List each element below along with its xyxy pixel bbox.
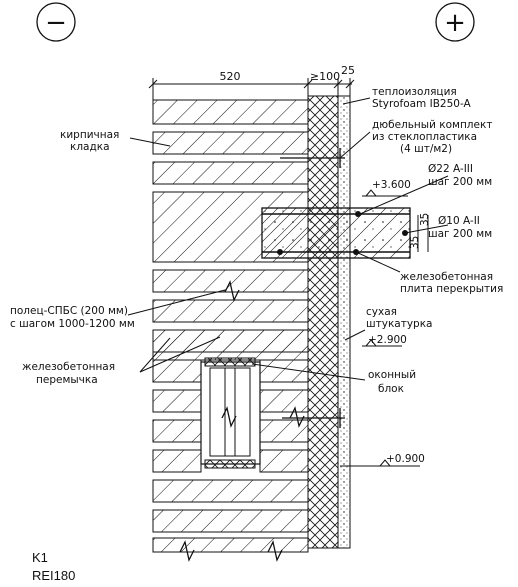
label-plaster: сухая bbox=[366, 306, 397, 318]
minus-symbol: − bbox=[45, 8, 67, 38]
slab-dim-b: 35 bbox=[419, 213, 431, 226]
minus-symbol-circle bbox=[36, 2, 76, 42]
label-slab-2: плита перекрытия bbox=[400, 283, 503, 295]
lintel bbox=[152, 329, 309, 361]
rebar-dot bbox=[355, 211, 361, 217]
label-brick: кирпичная bbox=[60, 129, 119, 141]
window-frame bbox=[209, 367, 251, 457]
label-window: оконный bbox=[368, 369, 416, 381]
label-rebar-1-step: шаг 200 мм bbox=[428, 176, 492, 188]
plus-symbol: + bbox=[444, 8, 466, 38]
label-lintel: железобетонная bbox=[22, 361, 115, 373]
insulation-layer bbox=[307, 95, 339, 549]
anchor-dowels bbox=[280, 148, 345, 428]
brick-masonry bbox=[152, 99, 309, 553]
label-slab: железобетонная bbox=[400, 271, 493, 283]
label-insulation-type: Styrofoam IB250-A bbox=[372, 98, 472, 110]
label-rebar-1: Ø22 A-III bbox=[428, 163, 473, 175]
label-anchor: дюбельный комплект bbox=[372, 119, 492, 131]
leader-lines bbox=[127, 97, 449, 381]
label-brick-2: кладка bbox=[70, 141, 110, 153]
window-bottom-seal bbox=[204, 459, 256, 469]
footer-rating: REI180 bbox=[32, 568, 75, 583]
level-0900: +0.900 bbox=[386, 453, 425, 465]
label-insulation: теплоизоляция bbox=[372, 86, 457, 98]
label-rebar-2-step: шаг 200 мм bbox=[428, 228, 492, 240]
level-2900: +2.900 bbox=[368, 334, 407, 346]
break-marks bbox=[179, 280, 305, 562]
rebar-dot bbox=[277, 249, 283, 255]
slab-dim-a: 35 bbox=[409, 236, 421, 249]
dimension-gap: ≥100 bbox=[310, 70, 340, 83]
label-plaster-2: штукатурка bbox=[366, 318, 433, 330]
label-anchor-qty: (4 шт/м2) bbox=[400, 143, 452, 155]
window-top-seal bbox=[204, 357, 256, 367]
level-3600: +3.600 bbox=[372, 179, 411, 191]
label-shelf-step: с шагом 1000-1200 мм bbox=[10, 318, 135, 330]
label-window-2: блок bbox=[378, 383, 404, 395]
label-anchor-material: из стеклопластика bbox=[372, 131, 477, 143]
label-rebar-2: Ø10 A-II bbox=[438, 215, 480, 227]
floor-slab bbox=[261, 207, 411, 259]
label-lintel-2: перемычка bbox=[36, 374, 98, 386]
plus-symbol-circle bbox=[435, 2, 475, 42]
dimension-brick: 520 bbox=[220, 70, 241, 83]
dimension-plaster: 25 bbox=[341, 64, 355, 77]
level-markers bbox=[340, 189, 429, 467]
label-shelf: полец-СПБС (200 мм) bbox=[10, 305, 128, 317]
footer-code: K1 bbox=[32, 550, 48, 565]
